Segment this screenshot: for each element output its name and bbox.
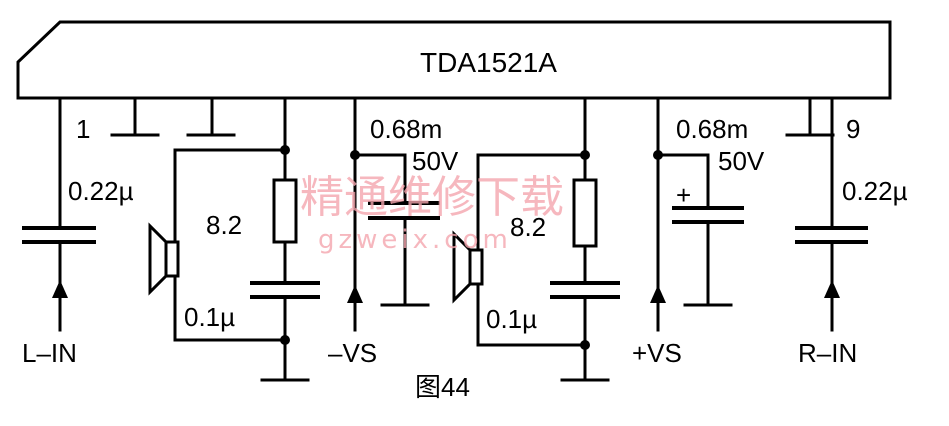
right-resistor: [572, 178, 598, 248]
watermark-cn: 精通维修下载: [300, 172, 564, 223]
ic-body: [16, 20, 892, 100]
figure-caption: 图44: [415, 372, 470, 402]
left-supply-cap-value: 0.68m: [370, 114, 442, 144]
left-input-label: L–IN: [22, 338, 77, 368]
left-ground-stubs: [110, 96, 236, 137]
right-supply-cap-value: 0.68m: [676, 114, 748, 144]
right-speaker-icon: [452, 230, 484, 304]
polarity-plus-mark: +: [676, 180, 691, 210]
negative-supply-label: –VS: [328, 338, 377, 368]
left-speaker-icon: [148, 222, 180, 296]
right-input-cap-value: 0.22µ: [842, 176, 908, 206]
watermark-url: gzweix.com: [318, 225, 512, 255]
right-output-network: [476, 96, 620, 382]
pin-1-label: 1: [76, 114, 90, 144]
left-resistor-value: 8.2: [206, 210, 242, 240]
negative-supply-circuit: [347, 96, 440, 332]
left-supply-cap-voltage: 50V: [412, 146, 459, 176]
right-ground-stub: [785, 96, 835, 137]
left-zobel-cap-value: 0.1µ: [184, 302, 235, 332]
left-input-circuit: [22, 96, 96, 332]
right-resistor-value: 8.2: [510, 212, 546, 242]
left-input-arrow: [52, 280, 68, 298]
positive-supply-label: +VS: [632, 338, 682, 368]
right-input-circuit: [795, 96, 868, 332]
right-input-label: R–IN: [798, 338, 857, 368]
right-supply-cap-voltage: 50V: [718, 146, 765, 176]
left-output-network: [173, 96, 320, 382]
right-zobel-cap-value: 0.1µ: [486, 304, 537, 334]
right-input-arrow: [824, 280, 840, 298]
left-resistor: [272, 178, 298, 244]
negative-supply-arrow: [347, 285, 363, 303]
ic-name: TDA1521A: [420, 47, 557, 78]
positive-supply-arrow: [650, 285, 666, 303]
positive-supply-circuit: [650, 96, 744, 332]
pin-9-label: 9: [846, 114, 860, 144]
left-input-cap-value: 0.22µ: [68, 176, 134, 206]
